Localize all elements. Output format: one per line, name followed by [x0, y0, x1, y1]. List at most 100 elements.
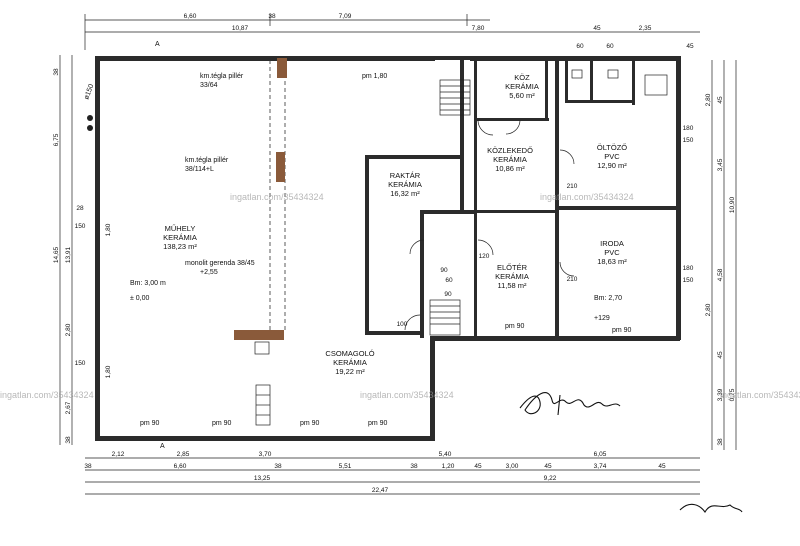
door-label: 120 — [479, 253, 490, 260]
dim-top-8: 60 — [606, 43, 614, 50]
pm-label: pm 90 — [368, 420, 388, 427]
dim-left-5: 1,80 — [105, 223, 112, 236]
room-kozlekedo: KÖZLEKEDŐ KERÁMIA 10,86 m² — [487, 146, 533, 173]
iroda-note: Bm: 2,70 — [594, 295, 622, 302]
watermark: ingatlan.com/35434324 — [0, 390, 94, 400]
section-a-bottom: A — [160, 443, 165, 450]
room-height: Bm: 3,00 m — [130, 280, 166, 287]
dim-bot-16: 45 — [658, 463, 666, 470]
watermark: ingatlan.com/35434324 — [720, 390, 800, 400]
dim-top-5: 10,87 — [232, 25, 249, 32]
sanitary-fixtures — [571, 69, 668, 96]
dim-right-7: 45 — [717, 351, 724, 359]
dim-bot-1: 2,12 — [112, 451, 125, 458]
door-swings — [404, 119, 575, 331]
dim-top-9: 45 — [593, 25, 601, 32]
room-floor: PVC — [604, 248, 620, 257]
dim-right-6: 2,80 — [705, 303, 712, 316]
beam-sub: +2,55 — [200, 269, 218, 276]
dim-bot-19: 22,47 — [372, 487, 389, 494]
left-dimensions: 38 6,75 28 150 1,80 14,65 13,91 2,80 150… — [53, 55, 112, 445]
room-area: 18,63 m² — [597, 257, 627, 266]
dim-bot-15: 3,74 — [594, 463, 607, 470]
dim-top-1: 6,60 — [184, 13, 197, 20]
dim-right-8: 3,39 — [717, 388, 724, 401]
room-area: 11,58 m² — [497, 281, 527, 290]
beam-label: monolit gerenda 38/45 — [185, 260, 255, 267]
dim-left-7: 13,91 — [65, 246, 72, 263]
marker-dot — [87, 125, 93, 131]
room-level: ± 0,00 — [130, 295, 150, 302]
dim-bot-9: 5,51 — [339, 463, 352, 470]
dim-right-1: 2,80 — [705, 93, 712, 106]
room-area: 138,23 m² — [163, 242, 197, 251]
room-floor: PVC — [604, 152, 620, 161]
dim-bot-12: 45 — [474, 463, 482, 470]
dim-right-10: 38 — [717, 438, 724, 446]
dim-bot-11: 1,20 — [442, 463, 455, 470]
door-labels: 90 90 120 60 100 180 150 180 150 210 210 — [397, 125, 694, 328]
dim-left-4: 150 — [75, 223, 86, 230]
room-name: CSOMAGOLÓ — [325, 349, 374, 358]
room-name: ÖLTÖZŐ — [597, 143, 627, 152]
door-label: 180 — [683, 125, 694, 132]
pm-label: pm 90 — [140, 420, 160, 427]
door-label: 100 — [397, 321, 408, 328]
pillar1-label: km.tégla pillér — [200, 73, 244, 80]
dim-left-10: 1,80 — [105, 365, 112, 378]
dim-bot-4: 5,40 — [439, 451, 452, 458]
dim-left-12: 38 — [65, 436, 72, 444]
room-muhely: MŰHELY KERÁMIA 138,23 m² Bm: 3,00 m ± 0,… — [130, 224, 197, 302]
pm-labels: pm 90 pm 90 pm 90 pm 90 pm 90 pm 90 — [140, 323, 632, 427]
dim-bot-18: 9,22 — [544, 475, 557, 482]
room-name: KÖZLEKEDŐ — [487, 146, 533, 155]
signature — [519, 392, 743, 514]
door-label: 150 — [683, 277, 694, 284]
dim-right-3: 3,45 — [717, 158, 724, 171]
room-area: 5,60 m² — [509, 91, 535, 100]
room-floor: KERÁMIA — [163, 233, 197, 242]
room-iroda: IRODA PVC 18,63 m² Bm: 2,70 +129 — [594, 239, 627, 322]
room-koz: KÖZ KERÁMIA 5,60 m² — [505, 73, 539, 100]
door-label: 150 — [683, 137, 694, 144]
dim-top-2: 38 — [268, 13, 276, 20]
room-area: 16,32 m² — [390, 189, 420, 198]
room-area: 19,22 m² — [335, 367, 365, 376]
right-dimensions: 2,80 45 3,45 10,90 4,58 2,80 45 3,39 0,7… — [705, 60, 737, 450]
dim-top-4: 7,80 — [472, 25, 485, 32]
door-label: 210 — [567, 276, 578, 283]
watermark: ingatlan.com/35434324 — [230, 192, 324, 202]
dim-bot-8: 38 — [274, 463, 282, 470]
dim-right-9: 0,75 — [729, 388, 736, 401]
room-name: KÖZ — [514, 73, 530, 82]
pm-label: pm 90 — [212, 420, 232, 427]
dim-bot-13: 3,00 — [506, 463, 519, 470]
room-name: MŰHELY — [165, 224, 196, 233]
room-floor: KERÁMIA — [493, 155, 527, 164]
dim-bot-10: 38 — [410, 463, 418, 470]
room-csomagolo: CSOMAGOLÓ KERÁMIA 19,22 m² — [325, 349, 374, 376]
room-name: RAKTÁR — [390, 171, 421, 180]
dim-top-3: 7,09 — [339, 13, 352, 20]
shelves — [254, 341, 271, 426]
room-raktar: RAKTÁR KERÁMIA 16,32 m² — [388, 171, 422, 198]
dim-bot-17: 13,25 — [254, 475, 271, 482]
room-floor: KERÁMIA — [388, 180, 422, 189]
room-floor: KERÁMIA — [505, 82, 539, 91]
pm-label: pm 90 — [612, 327, 632, 334]
stairs — [429, 79, 471, 336]
pillar2-label: km.tégla pillér — [185, 157, 229, 164]
pm-label: pm 90 — [505, 323, 525, 330]
dim-right-4: 10,90 — [729, 196, 736, 213]
marker-dot — [87, 115, 93, 121]
pillar2-sub: 38/114+L — [185, 166, 214, 173]
interior-walls — [365, 60, 680, 338]
dim-bot-2: 2,85 — [177, 451, 190, 458]
dim-left-3: 28 — [76, 205, 84, 212]
room-oltozo: ÖLTÖZŐ PVC 12,90 m² — [597, 143, 627, 170]
room-name: ELŐTÉR — [497, 263, 528, 272]
dim-top-6: 2,35 — [639, 25, 652, 32]
room-floor: KERÁMIA — [333, 358, 367, 367]
door-label: 90 — [440, 267, 448, 274]
